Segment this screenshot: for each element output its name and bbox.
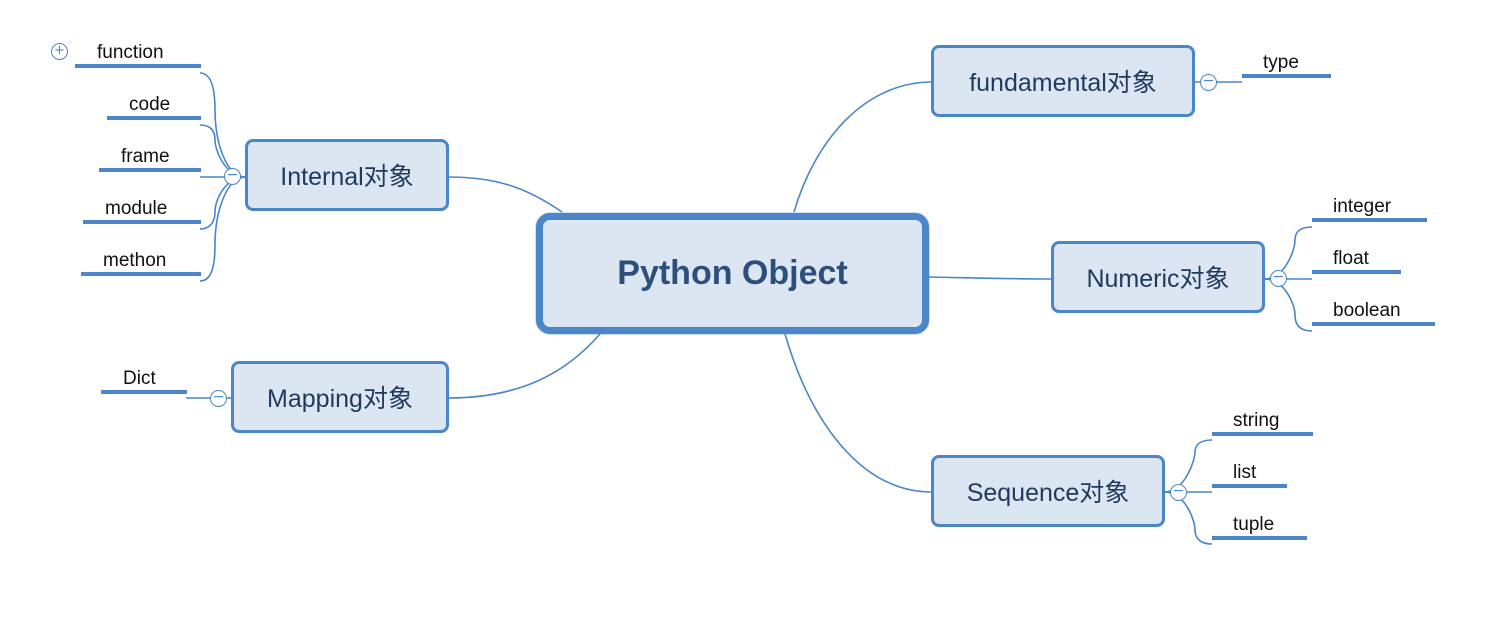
- link-root-sequence: [784, 333, 933, 493]
- leaf-methon[interactable]: methon: [81, 250, 201, 276]
- collapse-icon-sequence[interactable]: −: [1170, 484, 1187, 501]
- leaf-module[interactable]: module: [83, 198, 201, 224]
- leaf-code[interactable]: code: [107, 94, 201, 120]
- branch-label-mapping: Mapping对象: [267, 385, 413, 413]
- branch-node-internal[interactable]: Internal对象: [245, 139, 449, 211]
- leaf-label-type: type: [1263, 52, 1299, 73]
- link-internal-code: [199, 124, 247, 178]
- branch-node-sequence[interactable]: Sequence对象: [931, 455, 1165, 527]
- collapse-icon-internal[interactable]: −: [224, 168, 241, 185]
- root-label: Python Object: [617, 254, 848, 292]
- leaf-label-methon: methon: [103, 250, 167, 271]
- collapse-icon-numeric[interactable]: −: [1270, 270, 1287, 287]
- leaf-label-integer: integer: [1333, 196, 1392, 217]
- link-numeric-boolean: [1263, 278, 1313, 332]
- leaf-boolean[interactable]: boolean: [1312, 300, 1435, 326]
- leaf-type[interactable]: type: [1242, 52, 1331, 78]
- branch-node-mapping[interactable]: Mapping对象: [231, 361, 449, 433]
- leaf-label-code: code: [129, 94, 171, 115]
- root-node[interactable]: Python Object: [536, 213, 929, 334]
- leaf-string[interactable]: string: [1212, 410, 1313, 436]
- leaf-list[interactable]: list: [1212, 462, 1287, 488]
- leaf-frame[interactable]: frame: [99, 146, 201, 172]
- leaf-dict[interactable]: Dict: [101, 368, 187, 394]
- link-sequence-tuple: [1163, 491, 1213, 545]
- collapse-icon-mapping[interactable]: −: [210, 390, 227, 407]
- leaf-label-function: function: [97, 42, 164, 63]
- link-root-numeric: [927, 276, 1053, 280]
- leaf-label-string: string: [1233, 410, 1280, 431]
- link-root-mapping: [447, 333, 601, 399]
- collapse-icon-fundamental[interactable]: −: [1200, 74, 1217, 91]
- branch-label-sequence: Sequence对象: [966, 479, 1130, 507]
- leaf-label-list: list: [1233, 462, 1257, 483]
- leaf-float[interactable]: float: [1312, 248, 1401, 274]
- branch-label-internal: Internal对象: [280, 163, 414, 191]
- branch-node-fundamental[interactable]: fundamental对象: [931, 45, 1195, 117]
- link-root-internal: [447, 176, 563, 213]
- leaf-label-boolean: boolean: [1333, 300, 1401, 321]
- leaf-tuple[interactable]: tuple: [1212, 514, 1307, 540]
- expand-icon-function[interactable]: +: [51, 43, 68, 60]
- link-internal-methon: [199, 176, 247, 282]
- branch-node-numeric[interactable]: Numeric对象: [1051, 241, 1265, 313]
- branch-label-fundamental: fundamental对象: [969, 69, 1157, 97]
- branch-label-numeric: Numeric对象: [1086, 265, 1230, 293]
- link-sequence-string: [1163, 439, 1213, 493]
- leaf-label-float: float: [1333, 248, 1369, 269]
- leaf-label-dict: Dict: [123, 368, 156, 389]
- leaf-label-frame: frame: [121, 146, 170, 167]
- link-root-fundamental: [793, 81, 933, 213]
- leaf-label-module: module: [105, 198, 168, 219]
- link-numeric-integer: [1263, 226, 1313, 280]
- link-internal-module: [199, 176, 247, 230]
- leaf-label-tuple: tuple: [1233, 514, 1275, 535]
- leaf-function[interactable]: function: [75, 42, 201, 68]
- leaf-integer[interactable]: integer: [1312, 196, 1427, 222]
